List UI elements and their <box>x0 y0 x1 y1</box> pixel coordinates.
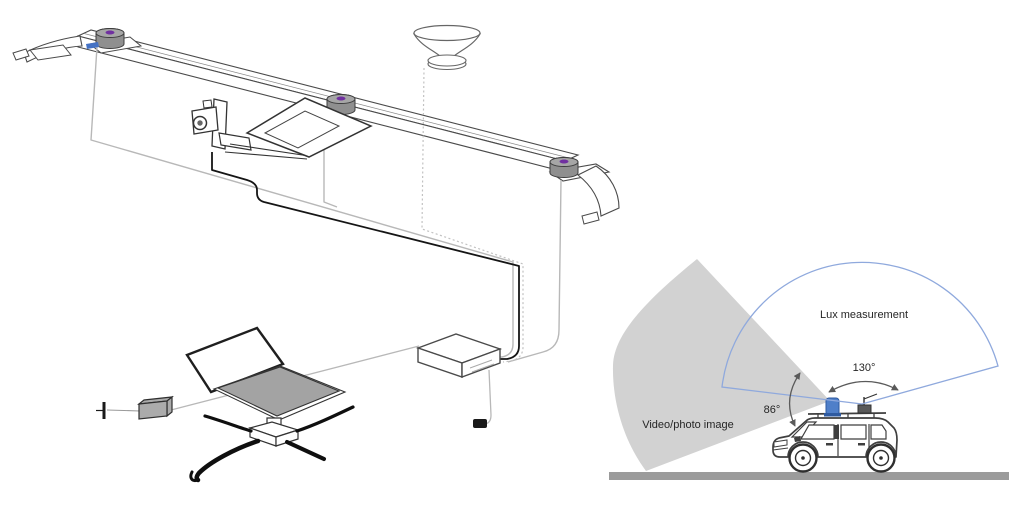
label-86-degrees: 86° <box>764 404 781 416</box>
roof-rack <box>807 412 887 418</box>
label-lux-measurement: Lux measurement <box>820 309 908 321</box>
stand-leg-down-left <box>194 438 261 483</box>
data-logger-box <box>415 333 503 379</box>
wheel-hub <box>879 456 883 460</box>
sensor-dot <box>105 30 115 35</box>
lux-sensor-right-icon <box>549 157 579 178</box>
plate-outer <box>245 97 373 158</box>
car-window-rear <box>840 424 867 440</box>
camera-lens-inner <box>197 120 203 126</box>
roof-camera-antenna <box>863 393 878 400</box>
apparatus-diagram <box>12 24 620 483</box>
car-wheel-front <box>788 443 818 473</box>
plate-inner <box>263 110 341 149</box>
stand-base-right <box>275 429 299 447</box>
stand-leg-up-left <box>203 414 253 433</box>
camera-support-arm-2 <box>224 151 308 160</box>
laptop-stand <box>189 405 355 483</box>
car-headlight <box>773 439 788 448</box>
horn-mouth <box>413 24 481 42</box>
rail-right-swoosh-tip <box>581 211 600 225</box>
rail-front-face <box>77 35 566 173</box>
camera-cable <box>211 152 520 360</box>
box-port-line-1 <box>469 359 493 369</box>
adapter-front-face <box>138 400 168 420</box>
left-sensor-cable <box>90 46 514 358</box>
rack-bar <box>807 412 887 415</box>
label-video-photo-image: Video/photo image <box>642 419 734 431</box>
rail-right-swoosh <box>576 165 620 217</box>
box-output-cable <box>477 369 492 425</box>
suv-car-icon <box>772 412 898 473</box>
sensor-dot <box>559 159 569 164</box>
car-mirror <box>794 436 801 442</box>
stand-leg-up-right <box>295 405 355 433</box>
car-b-pillar <box>834 425 839 439</box>
horn-fixture-icon <box>412 24 482 71</box>
lux-sector-outline <box>721 261 999 405</box>
car-grille <box>772 447 789 451</box>
car-handle-1 <box>826 443 833 446</box>
angle-arrow-130 <box>828 380 899 393</box>
blue-connector <box>86 42 99 49</box>
car-window-quarter <box>870 424 887 440</box>
horn-base-upper <box>427 54 467 67</box>
camera-knob <box>202 99 213 109</box>
laptop-screen <box>185 326 285 394</box>
adapter-right-face <box>166 395 173 418</box>
car-handle-2 <box>858 443 865 446</box>
sensor-dot <box>336 96 346 101</box>
rail-inner-line <box>83 33 572 159</box>
camera-support-arm-1 <box>229 143 310 157</box>
calibration-plate <box>245 97 373 158</box>
rail-left-swoosh-tip <box>12 48 30 61</box>
rail-left-plate <box>29 44 72 61</box>
laptop-deck <box>216 366 341 417</box>
roof-camera-body <box>857 404 872 414</box>
laptop-icon <box>185 326 347 421</box>
vehicle-measurement-diagram: Lux measurement 130° 86° Video/photo ima… <box>609 259 1009 480</box>
camera-icon <box>191 98 310 160</box>
angle-arrow-86 <box>788 372 801 427</box>
plug-to-adapter-link <box>106 409 141 412</box>
lux-sensor-middle-icon <box>326 94 356 115</box>
sensor-rail <box>76 29 580 173</box>
lux-sensor-left-icon <box>95 28 125 49</box>
right-sensor-cable <box>507 179 562 363</box>
video-sector <box>612 259 830 471</box>
stand-leg-down-right <box>285 440 326 461</box>
stand-leg-hook <box>189 470 200 482</box>
usb-connector <box>473 419 487 428</box>
wheel-hub <box>801 456 805 460</box>
box-port-line-2 <box>471 363 495 373</box>
roof-lux-sensor-mount <box>824 413 841 417</box>
box-right-face <box>461 347 501 379</box>
power-adapter <box>137 395 174 420</box>
ground-line <box>609 472 1009 480</box>
car-wheel-rear <box>866 443 896 473</box>
label-130-degrees: 130° <box>853 362 876 374</box>
funnel-cable-dotted <box>421 67 524 363</box>
power-plug-icon <box>96 402 106 419</box>
